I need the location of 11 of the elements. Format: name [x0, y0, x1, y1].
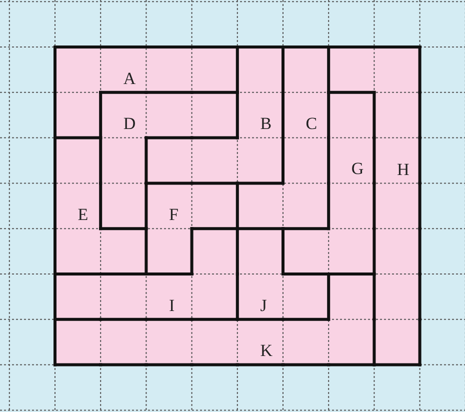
- region-letter: H: [396, 160, 410, 178]
- region-letter: J: [260, 296, 267, 314]
- region-letter: A: [123, 70, 136, 87]
- region-letter: G: [351, 160, 364, 178]
- region-letter: F: [168, 206, 178, 223]
- region-letter: I: [169, 296, 175, 314]
- region-letter: K: [260, 342, 272, 360]
- region-letter: B: [260, 115, 272, 132]
- region-letter: C: [306, 115, 318, 132]
- region-letter: D: [123, 115, 136, 132]
- region-letter: E: [78, 206, 88, 223]
